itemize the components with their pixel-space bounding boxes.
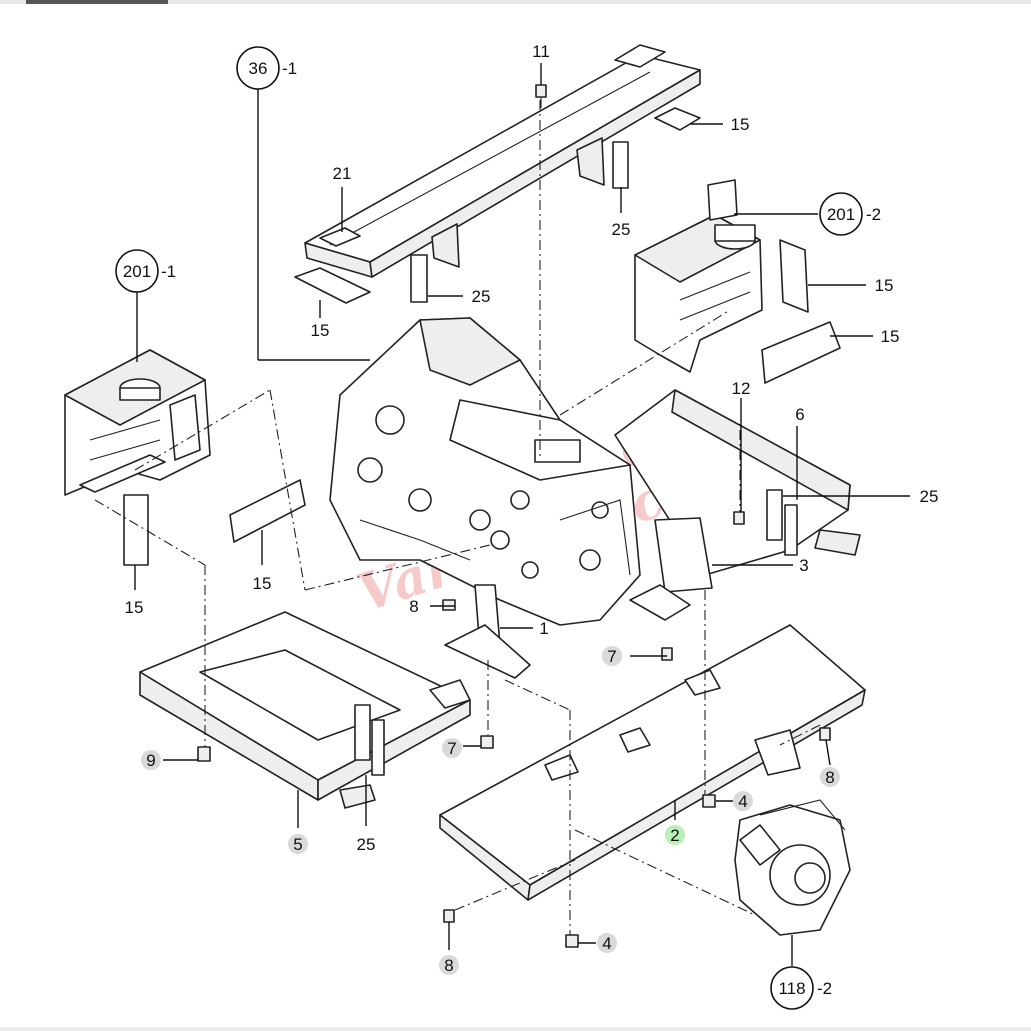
label-21: 21 — [333, 164, 352, 183]
bolt-7-lower-icon — [480, 735, 494, 749]
front-support-bracket-right — [634, 179, 763, 373]
label-5-dot — [288, 834, 308, 854]
part-labels: 11 15 21 25 25 15 15 15 12 6 25 15 15 3 … — [125, 42, 939, 975]
callout-118-suffix: -2 — [817, 979, 832, 998]
pto-housing — [734, 799, 851, 936]
label-8-right: 8 — [825, 768, 834, 787]
label-4-lower-dot — [597, 933, 617, 953]
label-11: 11 — [532, 42, 550, 61]
bolt-9-icon — [197, 746, 211, 762]
pad-15-right-vertical — [779, 239, 809, 313]
label-15-left-a: 15 — [125, 598, 144, 617]
label-1: 1 — [539, 619, 548, 638]
bracket-1 — [444, 584, 531, 679]
label-leaders — [134, 63, 910, 966]
label-9: 9 — [146, 751, 155, 770]
shim-25-floor-b — [371, 719, 385, 776]
label-8-right-dot — [820, 767, 840, 787]
bolt-4-lower-icon — [565, 934, 579, 948]
label-7-lower-dot — [442, 738, 462, 758]
bolt-8-upper-icon — [442, 599, 456, 611]
side-cover-6 — [614, 389, 861, 576]
label-15-right-b: 15 — [881, 327, 900, 346]
label-5: 5 — [293, 835, 302, 854]
callout-118-number: 118 — [778, 979, 805, 998]
bolt-8-right-icon — [819, 727, 831, 741]
label-8-bottom: 8 — [444, 956, 453, 975]
label-4-upper-dot — [733, 791, 753, 811]
label-12: 12 — [732, 379, 751, 398]
bottom-border — [0, 1027, 1031, 1031]
assembly-lines — [94, 100, 821, 940]
callout-118-2: 118 -2 — [770, 966, 832, 1010]
label-3: 3 — [799, 556, 808, 575]
callout-36-suffix: -1 — [282, 59, 297, 78]
label-7-lower: 7 — [447, 739, 456, 758]
label-25-bottom: 25 — [357, 835, 376, 854]
callout-201-2: 201 -2 — [819, 192, 881, 236]
pad-15-right-flat — [761, 321, 841, 384]
shim-25-top-right — [612, 141, 629, 189]
label-25-right: 25 — [920, 487, 939, 506]
label-8-bottom-dot — [439, 955, 459, 975]
transmission-housing — [329, 317, 641, 626]
bolt-11-icon — [535, 84, 547, 108]
top-tab-indicator — [26, 0, 168, 4]
label-25-top: 25 — [612, 220, 631, 239]
callout-201-1-number: 201 — [123, 262, 151, 281]
bolts — [197, 84, 831, 948]
shim-25-right-b — [784, 504, 798, 556]
callout-201-2-suffix: -2 — [866, 205, 881, 224]
shim-25-right-a — [766, 489, 783, 541]
pad-15-left-vertical — [123, 494, 149, 566]
label-9-dot — [141, 750, 161, 770]
callout-36-1: 36 -1 — [236, 46, 297, 90]
label-4-lower: 4 — [602, 934, 611, 953]
label-8-upper: 8 — [409, 597, 418, 616]
shim-25-top-left — [410, 254, 428, 303]
floor-cover-5 — [139, 611, 471, 809]
callout-201-2-number: 201 — [827, 205, 855, 224]
front-support-bracket-left — [64, 349, 211, 496]
label-6: 6 — [795, 405, 804, 424]
pad-15-left-flat — [229, 479, 306, 543]
bolt-12-icon — [733, 511, 745, 525]
top-border — [0, 0, 1031, 4]
label-7-upper-dot — [602, 646, 622, 666]
bolt-8-bottom-icon — [443, 909, 455, 923]
label-25-upper-left: 25 — [472, 287, 491, 306]
bolt-4-upper-icon — [702, 794, 716, 808]
callout-201-1: 201 -1 — [115, 249, 176, 293]
label-15-upper-left: 15 — [311, 321, 330, 340]
shim-25-floor-a — [354, 704, 371, 761]
label-7-upper: 7 — [607, 647, 616, 666]
cross-member-21 — [294, 44, 701, 304]
label-4-upper: 4 — [738, 792, 747, 811]
label-2: 2 — [670, 826, 679, 845]
bolt-7-upper-icon — [661, 647, 673, 661]
callout-201-1-suffix: -1 — [161, 262, 176, 281]
plate-3 — [629, 517, 713, 621]
label-15-right-a: 15 — [875, 276, 894, 295]
label-2-dot — [665, 825, 685, 845]
label-15-left-b: 15 — [253, 574, 272, 593]
callout-36-number: 36 — [249, 59, 268, 78]
label-15-top: 15 — [731, 115, 750, 134]
